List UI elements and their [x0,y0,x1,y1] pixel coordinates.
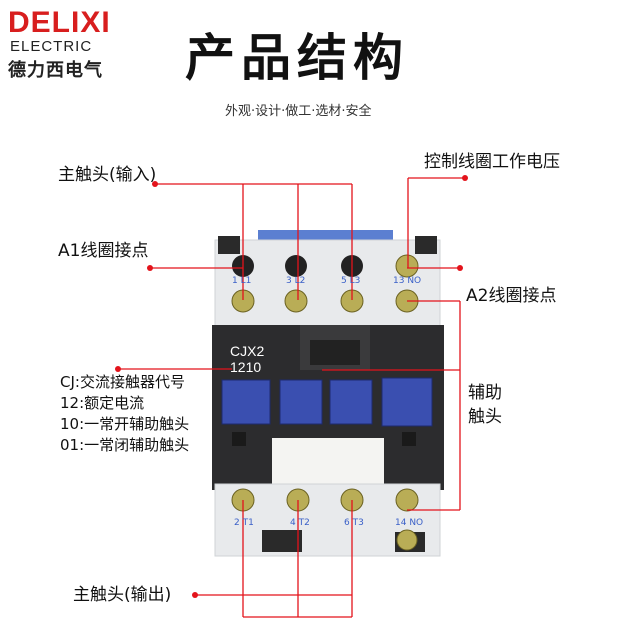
center-blue-window-right [329,379,373,425]
legend-item-no: 10:一常开辅助触头 [60,415,190,433]
legend-item-current: 12:额定电流 [60,394,145,412]
model-legend: CJ:交流接触器代号 12:额定电流 10:一常开辅助触头 01:一常闭辅助触头 [60,372,189,456]
terminal-label-l2: 3 L2 [286,276,306,286]
label-plate [272,438,384,486]
legend-item-cj: CJ:交流接触器代号 [60,373,185,391]
legend-item-nc: 01:一常闭辅助触头 [60,436,190,454]
callout-aux-line-2: 触头 [468,407,502,427]
brand-logo: DELIXI [8,6,111,39]
callout-aux-contacts: 辅助 触头 [468,381,502,429]
model-line-2: 1210 [230,359,262,375]
bottom-terminal-labels: 2 T1 4 T2 6 T3 14 NO [230,518,440,532]
terminal-label-13no: 13 NO [393,276,422,286]
top-screws [231,254,419,313]
right-blue-window [381,377,433,427]
terminal-label-14no: 14 NO [395,518,424,528]
top-terminal-housing [214,239,441,329]
terminal-label-l1: 1 L1 [232,276,252,286]
terminal-label-t3: 6 T3 [344,518,364,528]
brand-chinese-name: 德力西电气 [8,60,103,81]
leader-dots [115,175,468,598]
page-title: 产品结构 [185,29,409,87]
left-blue-window [221,379,271,425]
page-subtitle: 外观·设计·做工·选材·安全 [225,104,372,119]
callout-main-output: 主触头(输出) [73,585,172,605]
leader-lines [118,177,465,618]
brand-subtitle: ELECTRIC [10,38,93,55]
terminal-label-t2: 4 T2 [290,518,310,528]
terminal-label-t1: 2 T1 [234,518,254,528]
callout-aux-line-1: 辅助 [468,383,502,403]
callout-a2-coil: A2线圈接点 [466,286,557,306]
callout-a1-coil: A1线圈接点 [58,241,149,261]
center-blue-window-left [279,379,323,425]
callout-coil-voltage: 控制线圈工作电压 [424,152,560,172]
terminal-label-l3: 5 L3 [341,276,361,286]
model-line-1: CJX2 [230,343,265,359]
model-number: CJX2 1210 [230,343,264,375]
callout-main-input: 主触头(输入) [58,165,157,185]
top-terminal-labels: 1 L1 3 L2 5 L3 13 NO [228,276,438,290]
